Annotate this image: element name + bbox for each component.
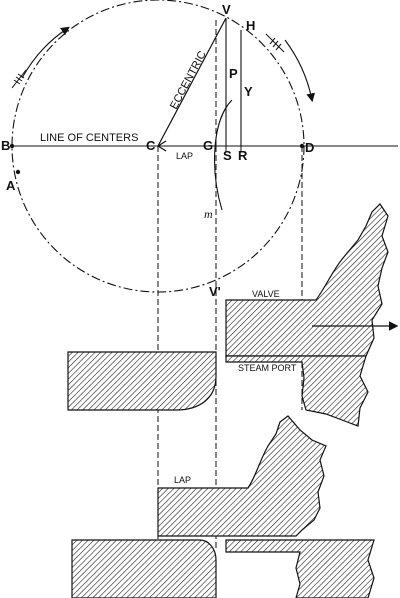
point-b-dot — [9, 143, 15, 149]
label-m: m — [204, 207, 213, 221]
upper-right-seat — [225, 355, 369, 427]
label-valve: VALVE — [252, 289, 280, 299]
label-v-prime: V' — [209, 284, 221, 299]
label-v: V — [222, 2, 231, 17]
lower-cylinder-face — [71, 539, 217, 598]
lap-arc-m — [214, 99, 233, 211]
point-c-arrow — [157, 140, 167, 152]
point-d-dot — [299, 143, 305, 149]
point-a-dot — [15, 169, 21, 175]
rotation-arrow-right — [284, 39, 316, 103]
label-y: Y — [244, 84, 253, 99]
label-c: C — [146, 138, 156, 153]
feather-left-icon — [11, 69, 27, 89]
upper-valve-body — [225, 203, 389, 357]
label-s: S — [223, 148, 232, 163]
label-g: G — [203, 138, 213, 153]
label-p: P — [229, 66, 238, 81]
label-lap-top: LAP — [176, 151, 193, 161]
label-eccentric: ECCENTRIC — [168, 49, 209, 111]
label-a: A — [6, 178, 16, 193]
label-h: H — [246, 18, 255, 33]
label-b: B — [1, 138, 10, 153]
label-line-of-centers: LINE OF CENTERS — [40, 132, 138, 144]
label-lap-bottom: LAP — [174, 475, 191, 485]
label-steam-port: STEAM PORT — [238, 363, 297, 373]
lower-right-seat — [225, 539, 375, 598]
label-r: R — [238, 148, 248, 163]
feather-right-icon — [265, 33, 285, 53]
label-d: D — [305, 140, 314, 155]
upper-cylinder-face — [67, 351, 217, 411]
lower-valve-body — [157, 415, 327, 537]
eccentric-radius-line — [157, 17, 227, 147]
rotation-arrow-left — [21, 26, 70, 79]
